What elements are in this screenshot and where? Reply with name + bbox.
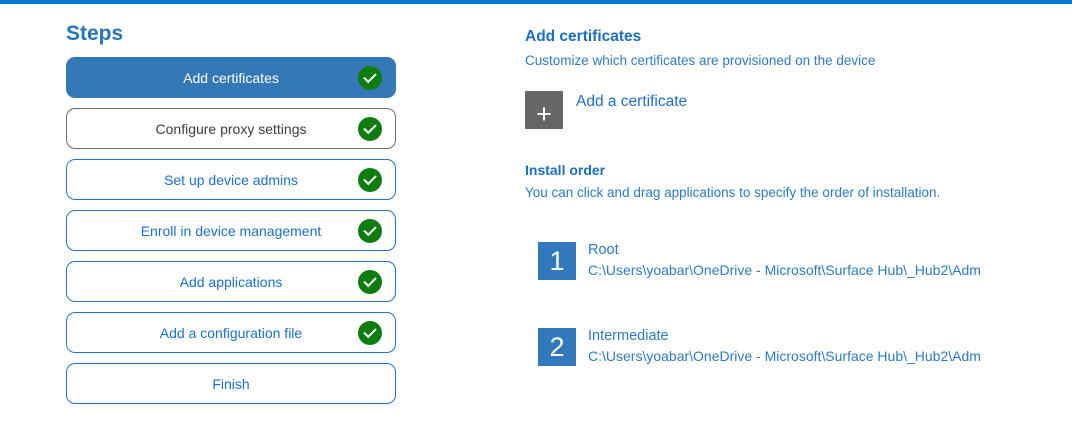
step-button-add-certificates[interactable]: Add certificates bbox=[66, 57, 396, 98]
certificate-name: Intermediate bbox=[588, 328, 669, 344]
install-order-list: 1 Root C:\Users\yoabar\OneDrive - Micros… bbox=[525, 242, 1072, 366]
check-icon bbox=[358, 218, 382, 243]
step-label: Add a configuration file bbox=[159, 324, 303, 341]
install-order-item[interactable]: 2 Intermediate C:\Users\yoabar\OneDrive … bbox=[538, 328, 1072, 366]
install-order-item[interactable]: 1 Root C:\Users\yoabar\OneDrive - Micros… bbox=[538, 242, 1072, 280]
section-title: Add certificates bbox=[525, 28, 642, 45]
certificate-path: C:\Users\yoabar\OneDrive - Microsoft\Sur… bbox=[588, 348, 981, 364]
steps-title: Steps bbox=[66, 22, 124, 45]
steps-sidebar: Steps Add certificates Configure proxy s… bbox=[66, 22, 396, 414]
check-icon bbox=[358, 320, 382, 345]
step-button-add-applications[interactable]: Add applications bbox=[66, 261, 396, 302]
step-label: Add applications bbox=[179, 273, 283, 290]
steps-list: Add certificates Configure proxy setting… bbox=[66, 57, 396, 404]
step-button-configure-proxy-settings[interactable]: Configure proxy settings bbox=[66, 108, 396, 149]
step-button-enroll-in-device-management[interactable]: Enroll in device management bbox=[66, 210, 396, 251]
check-icon bbox=[358, 269, 382, 294]
step-label: Enroll in device management bbox=[140, 222, 322, 239]
plus-icon[interactable]: + bbox=[525, 91, 563, 129]
order-number-badge: 1 bbox=[538, 242, 576, 280]
step-button-set-up-device-admins[interactable]: Set up device admins bbox=[66, 159, 396, 200]
check-icon bbox=[358, 116, 382, 141]
check-icon bbox=[358, 167, 382, 192]
add-certificate-button[interactable]: + Add a certificate bbox=[525, 91, 687, 129]
step-label: Configure proxy settings bbox=[155, 120, 307, 137]
certificate-info: Intermediate C:\Users\yoabar\OneDrive - … bbox=[588, 326, 981, 366]
step-label: Add certificates bbox=[183, 69, 279, 86]
certificate-path: C:\Users\yoabar\OneDrive - Microsoft\Sur… bbox=[588, 262, 981, 278]
install-order-title: Install order bbox=[525, 162, 606, 178]
check-icon bbox=[358, 65, 382, 90]
order-number-badge: 2 bbox=[538, 328, 576, 366]
step-button-add-a-configuration-file[interactable]: Add a configuration file bbox=[66, 312, 396, 353]
step-button-finish[interactable]: Finish bbox=[66, 363, 396, 404]
step-label: Set up device admins bbox=[164, 171, 298, 188]
add-certificate-label: Add a certificate bbox=[576, 93, 688, 110]
certificate-name: Root bbox=[588, 242, 619, 258]
top-accent-bar bbox=[0, 0, 1072, 4]
certificate-info: Root C:\Users\yoabar\OneDrive - Microsof… bbox=[588, 240, 981, 280]
section-description: Customize which certificates are provisi… bbox=[525, 53, 876, 68]
install-order-description: You can click and drag applications to s… bbox=[525, 185, 941, 200]
add-certificates-panel: Add certificates Customize which certifi… bbox=[525, 28, 1072, 414]
step-label: Finish bbox=[212, 375, 250, 392]
